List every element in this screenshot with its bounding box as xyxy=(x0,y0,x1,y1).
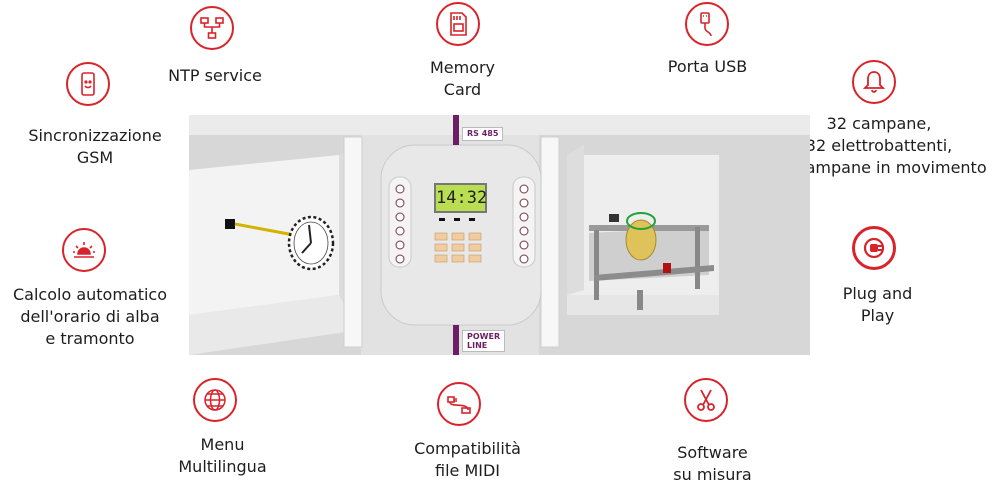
menu-label: Menu Multilingua xyxy=(160,434,285,478)
gsm-sync-label-line: Sincronizzazione xyxy=(28,126,162,145)
sunrise-label: Calcolo automatico dell'orario di alba e… xyxy=(0,284,180,350)
menu-label-line: Multilingua xyxy=(178,457,267,476)
bells-label-line: 32 campane, xyxy=(826,114,932,133)
software-label-line: su misura xyxy=(673,465,752,484)
device-display: 14:32 xyxy=(434,183,487,213)
midi-label: Compatibilità file MIDI xyxy=(395,438,540,482)
bell-icon xyxy=(852,60,896,104)
usb-port-label: Porta USB xyxy=(667,57,748,76)
bells-label-line: 32 elettrobattenti, xyxy=(805,136,953,155)
power-line-label: POWER LINE xyxy=(462,330,506,352)
plug-and-play-label-line: Play xyxy=(860,306,895,325)
bells-label: 32 campane, 32 elettrobattenti, 16 campa… xyxy=(758,113,1000,179)
usb-icon xyxy=(685,2,729,46)
memory-card-label-line: Memory xyxy=(429,58,496,77)
rs485-label: RS 485 xyxy=(462,127,504,141)
network-icon xyxy=(190,6,234,50)
memory-card-label-line: Card xyxy=(443,80,482,99)
plug-and-play-label: Plug and Play xyxy=(815,283,940,327)
sunrise-icon xyxy=(62,228,106,272)
cable-icon xyxy=(437,382,481,426)
scene-artwork xyxy=(189,115,810,355)
memory-card-label: Memory Card xyxy=(400,57,525,101)
globe-icon xyxy=(193,378,237,422)
sd-card-icon xyxy=(436,2,480,46)
sunrise-label-line: e tramonto xyxy=(45,329,135,348)
power-line-label-line: LINE xyxy=(467,341,488,350)
software-label-line: Software xyxy=(677,443,748,462)
software-label: Software su misura xyxy=(650,442,775,486)
smartphone-icon xyxy=(66,62,110,106)
sunrise-label-line: dell'orario di alba xyxy=(20,307,160,326)
bells-label-line: 16 campane in movimento xyxy=(771,158,987,177)
plug-icon xyxy=(852,226,896,270)
midi-label-line: file MIDI xyxy=(434,461,500,480)
gsm-sync-label: Sincronizzazione GSM xyxy=(10,125,180,169)
ntp-service-label: NTP service xyxy=(168,66,262,85)
scissors-icon xyxy=(684,378,728,422)
power-line-label-line: POWER xyxy=(467,332,501,341)
gsm-sync-label-line: GSM xyxy=(76,148,114,167)
midi-label-line: Compatibilità xyxy=(414,439,521,458)
device-scene xyxy=(189,115,810,355)
sunrise-label-line: Calcolo automatico xyxy=(12,285,168,304)
menu-label-line: Menu xyxy=(200,435,245,454)
plug-and-play-label-line: Plug and xyxy=(842,284,913,303)
